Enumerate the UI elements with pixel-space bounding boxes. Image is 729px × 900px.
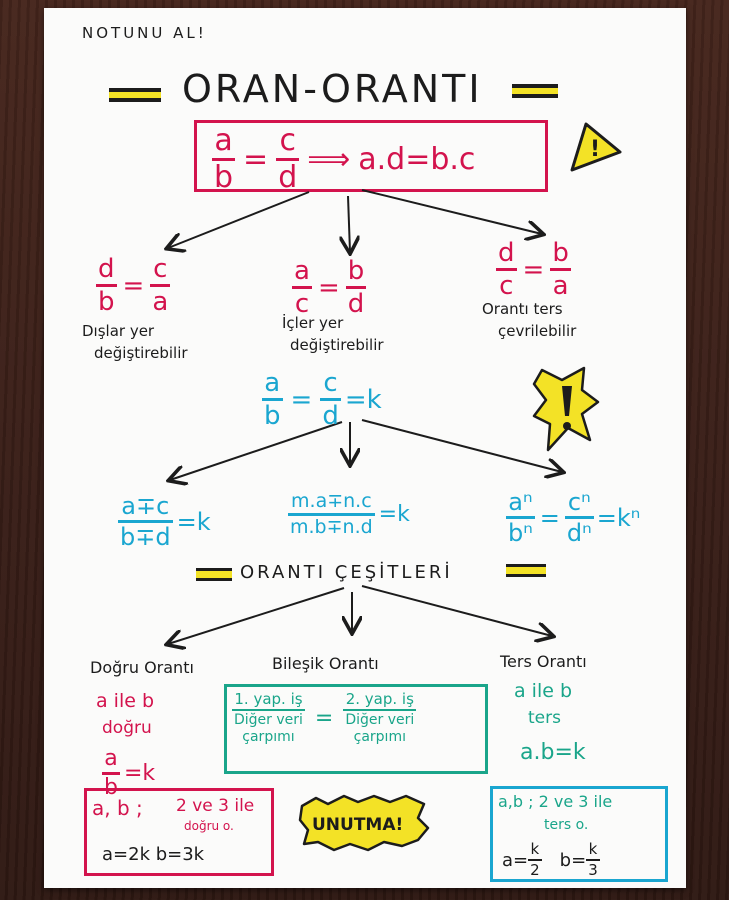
exclamation-burst-icon [532,366,600,452]
property-3-caption-1: Orantı ters [482,300,563,318]
section-line-left-1 [196,568,232,571]
direct-example-line-1: a, b ; [92,796,143,820]
compound-formula-box [224,684,488,774]
direct-example-line-1b: 2 ve 3 ile [176,796,255,816]
section-highlight-right [506,566,546,575]
main-formula: a b = c d ⟹ a.d=b.c [212,123,476,195]
title-underline-right-2 [512,94,558,98]
main-fraction-left: a b [212,123,236,195]
property-1-caption-2: değiştirebilir [94,344,188,362]
direct-proportion-title: Doğru Orantı [90,658,194,677]
inverse-line-2: ters [528,708,561,728]
title-underline-left-1 [109,88,161,92]
inverse-formula: a.b=k [520,740,586,765]
direct-example-box [84,788,274,876]
section-line-right-2 [506,574,546,577]
property-1-caption-1: Dışlar yer [82,322,155,340]
main-formula-box [194,120,548,192]
section-line-left-2 [196,578,232,581]
direct-line-2: doğru [102,718,152,738]
title-underline-right-1 [512,84,558,88]
notebook-paper: NOTUNU AL! ORAN-ORANTI a b = c d ⟹ a.d=b… [44,8,686,888]
branch-arrows-1 [44,189,686,888]
inverse-example-box [490,786,668,882]
section-highlight-left [196,570,232,579]
compound-proportion-title: Bileşik Orantı [272,654,379,673]
header-note: NOTUNU AL! [82,24,207,42]
title-underline-left-2 [109,98,161,102]
inverse-line-1: a ile b [514,680,573,702]
inverse-example-line-2: ters o. [544,817,589,833]
direct-example-line-3: a=2k b=3k [102,844,205,865]
unutma-stamp: UNUTMA! [298,794,430,852]
property-2-caption-1: İçler yer [282,314,344,332]
direct-example-line-2: doğru o. [184,819,234,833]
inverse-example-line-1: a,b ; 2 ve 3 ile [498,792,613,811]
property-3-caption-2: çevrilebilir [498,322,577,340]
direct-line-1: a ile b [96,690,155,712]
property-2-caption-2: değiştirebilir [290,336,384,354]
inverse-proportion-title: Ters Orantı [500,652,587,671]
title-highlight-right [512,86,558,95]
section-title: ORANTI ÇEŞİTLERİ [240,562,453,583]
title-highlight-left [109,90,161,99]
warning-triangle-icon: ! [570,122,622,172]
section-line-right-1 [506,564,546,567]
warning-mark: ! [590,137,600,162]
compound-formula: 1. yap. iş Diğer veri çarpımı = 2. yap. … [232,690,417,745]
stamp-text: UNUTMA! [312,815,403,835]
page-title: ORAN-ORANTI [182,67,483,111]
main-fraction-right: c d [276,123,300,195]
